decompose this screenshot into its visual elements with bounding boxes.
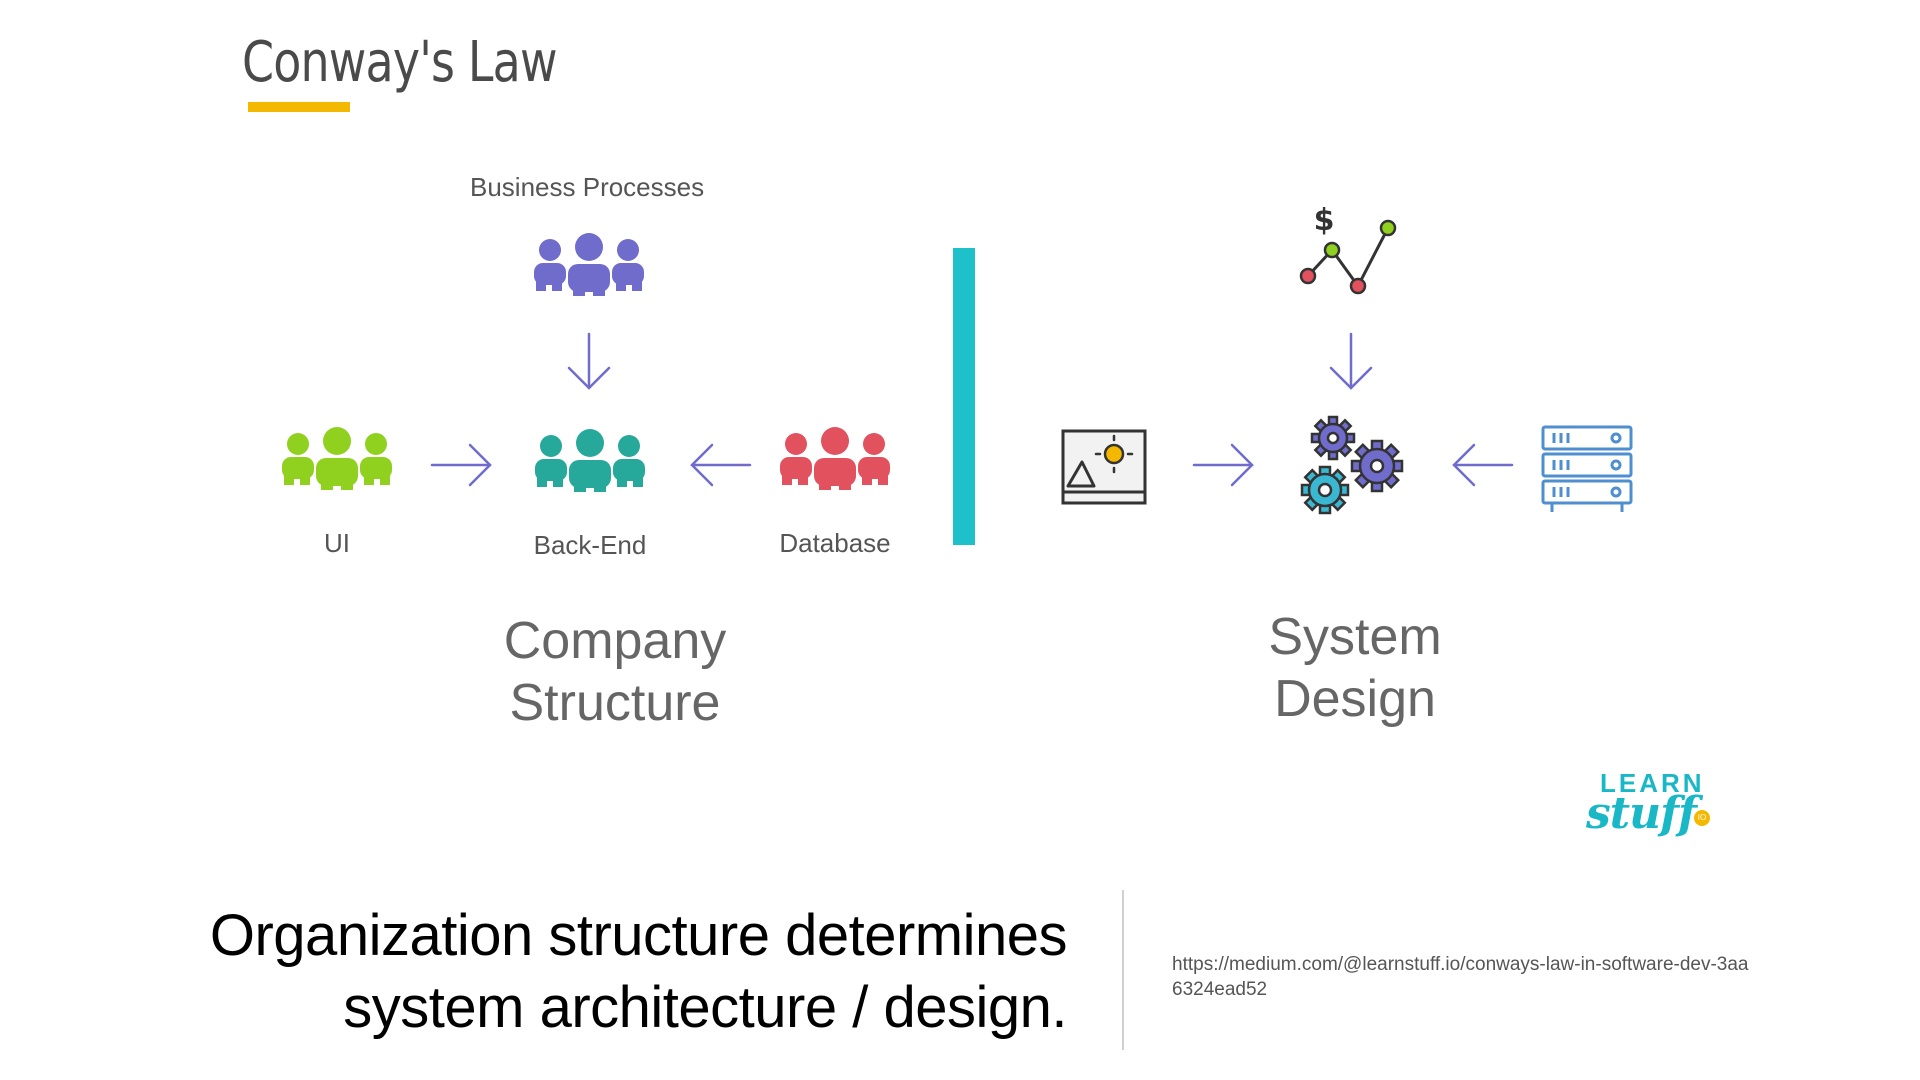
logo-stuff-text: stuff — [1586, 788, 1697, 839]
learnstuff-logo: LEARN stuff IO — [1586, 768, 1716, 862]
image-icon — [1061, 429, 1147, 505]
gears-icon — [1300, 415, 1404, 515]
system-design-line2: Design — [1274, 670, 1436, 728]
system-design-line1: System — [1268, 608, 1442, 666]
server-icon — [1541, 425, 1633, 512]
backend-team-icon — [535, 429, 645, 492]
title-underline — [248, 102, 350, 112]
arrow-left-icon — [1452, 443, 1514, 487]
section-divider — [953, 248, 975, 545]
chart-icon: $ — [1299, 203, 1397, 295]
ui-team-icon — [282, 427, 392, 490]
slide-title: Conway's Law — [242, 30, 558, 95]
footer-divider — [1122, 890, 1124, 1050]
company-structure-line2: Structure — [509, 674, 721, 732]
arrow-right-icon — [430, 443, 492, 487]
database-team-icon — [780, 427, 890, 490]
tagline: Organization structure determines system… — [209, 900, 1068, 1044]
business-team-icon — [534, 233, 644, 296]
system-design-label: System Design — [1225, 606, 1485, 730]
arrow-down-icon — [1329, 332, 1373, 390]
arrow-left-icon — [690, 443, 752, 487]
arrow-down-icon — [567, 332, 611, 390]
tagline-line1: Organization structure determines — [209, 903, 1068, 968]
arrow-right-icon — [1192, 443, 1254, 487]
business-processes-label: Business Processes — [470, 172, 705, 202]
logo-io-badge: IO — [1694, 810, 1710, 826]
source-url: https://medium.com/@learnstuff.io/conway… — [1172, 954, 1749, 1000]
ui-label: UI — [324, 528, 350, 558]
chart-dollar-symbol: $ — [1314, 203, 1335, 238]
database-label: Database — [779, 528, 891, 558]
tagline-line2: system architecture / design. — [343, 975, 1067, 1040]
logo-learn-text: LEARN — [1600, 768, 1705, 798]
backend-label: Back-End — [533, 530, 647, 560]
company-structure-line1: Company — [503, 612, 727, 670]
company-structure-label: Company Structure — [480, 610, 750, 734]
